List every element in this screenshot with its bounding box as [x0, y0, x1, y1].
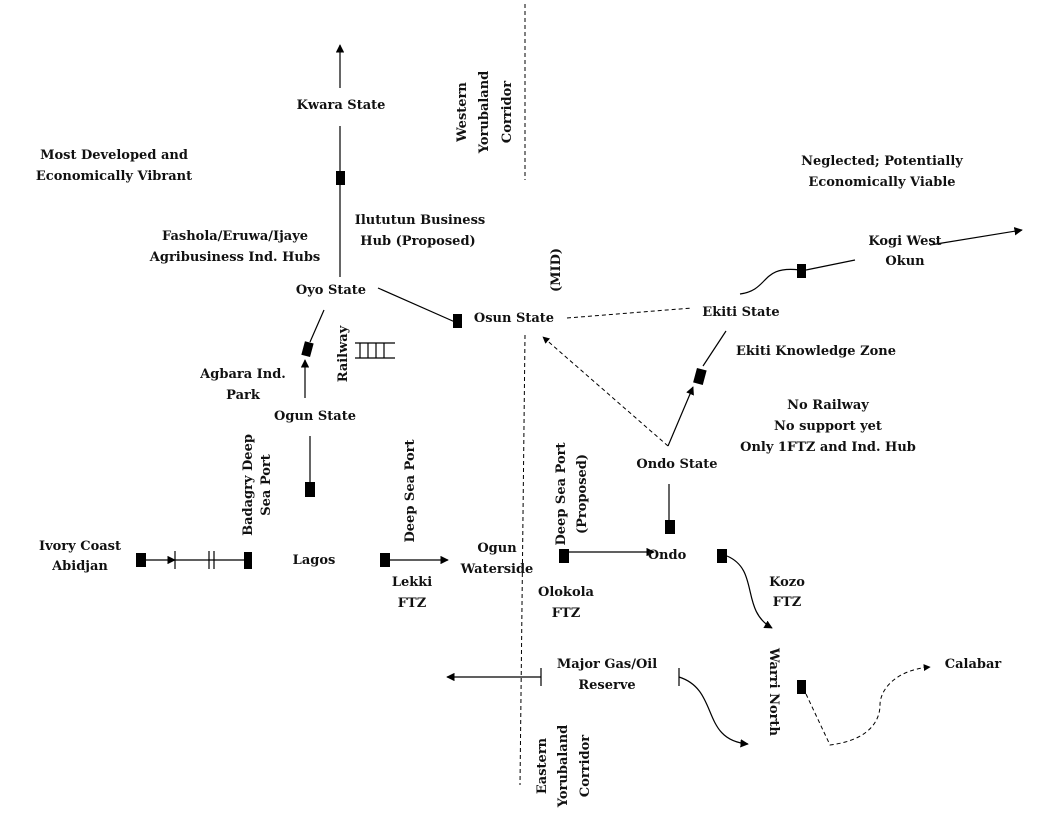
- label-kozo-1: Kozo: [769, 575, 805, 590]
- svg-text:(Proposed): (Proposed): [575, 454, 590, 534]
- label-calabar: Calabar: [945, 657, 1002, 672]
- kozo-warri-curve: [726, 555, 773, 629]
- svg-text:Deep Sea Port: Deep Sea Port: [554, 443, 569, 546]
- label-ilututun-2: Hub (Proposed): [360, 234, 475, 249]
- label-ondo: Ondo: [648, 548, 687, 563]
- svg-text:Western: Western: [455, 82, 470, 143]
- gas-warri-curve: [678, 676, 749, 748]
- ekiti-kogi-curve: [739, 268, 801, 295]
- label-eastern-corridor: Eastern Yorubaland Corridor: [535, 725, 593, 809]
- railway-symbol: [355, 342, 395, 359]
- corridor-divider-lower: [519, 334, 526, 786]
- svg-text:Yorubaland: Yorubaland: [556, 725, 571, 809]
- label-badagry-port: Badagry Deep Sea Port: [241, 434, 274, 536]
- label-ogun-state: Ogun State: [274, 409, 356, 424]
- label-railway: Railway: [336, 325, 351, 382]
- ekiti-kogi-link: [805, 259, 856, 271]
- ondo-ekiti-arrow: [667, 386, 694, 447]
- label-kwara: Kwara State: [297, 98, 386, 113]
- badagry-node: [244, 552, 252, 569]
- osun-node: [453, 314, 462, 328]
- oyo-osun-link: [377, 287, 456, 323]
- label-deep-sea-port-proposed: Deep Sea Port (Proposed): [554, 443, 590, 546]
- label-kozo-2: FTZ: [773, 595, 802, 610]
- label-no-railway-3: Only 1FTZ and Ind. Hub: [740, 440, 916, 455]
- label-olokola-1: Olokola: [538, 585, 595, 600]
- label-lekki-1: Lekki: [392, 575, 432, 590]
- label-gas-oil-1: Major Gas/Oil: [557, 657, 657, 672]
- kozo-node: [717, 549, 727, 563]
- ivory-coast-node: [136, 553, 146, 567]
- label-no-railway-2: No support yet: [774, 419, 882, 434]
- label-ogun-waterside-1: Ogun: [477, 541, 517, 556]
- label-gas-oil-2: Reserve: [578, 678, 635, 693]
- kwara-node: [336, 171, 345, 185]
- ondo-node: [665, 520, 675, 534]
- label-ogun-waterside-2: Waterside: [460, 562, 534, 577]
- label-agbara-1: Agbara Ind.: [199, 367, 286, 382]
- warri-calabar-dashed: [805, 664, 931, 746]
- label-most-developed-2: Economically Vibrant: [36, 169, 192, 184]
- label-no-railway-1: No Railway: [787, 398, 869, 413]
- label-deep-sea-port: Deep Sea Port: [403, 440, 418, 543]
- label-kogi-1: Kogi West: [868, 234, 941, 249]
- label-ekiti-state: Ekiti State: [702, 305, 779, 320]
- label-ilututun-1: Ilututun Business: [355, 213, 485, 228]
- warri-node: [797, 680, 806, 694]
- label-agbara-2: Park: [226, 388, 261, 403]
- ondo-osun-dashed: [542, 336, 669, 447]
- kogi-node: [797, 264, 806, 278]
- label-neglected-1: Neglected; Potentially: [801, 154, 963, 169]
- svg-text:Badagry Deep: Badagry Deep: [241, 434, 256, 536]
- label-lagos: Lagos: [293, 553, 336, 568]
- svg-text:Eastern: Eastern: [535, 737, 550, 794]
- label-western-corridor: Western Yorubaland Corridor: [455, 71, 515, 155]
- label-olokola-2: FTZ: [552, 606, 581, 621]
- osun-ekiti-link: [566, 307, 693, 319]
- label-oyo-state: Oyo State: [296, 283, 366, 298]
- label-most-developed-1: Most Developed and: [40, 148, 188, 163]
- svg-text:Sea Port: Sea Port: [259, 454, 274, 516]
- svg-text:Corridor: Corridor: [500, 81, 515, 143]
- label-ivory-coast-1: Ivory Coast: [39, 539, 121, 554]
- olokola-node: [559, 549, 569, 563]
- oyo-ogun-link: [309, 309, 325, 343]
- label-ivory-coast-2: Abidjan: [51, 559, 108, 574]
- ekiti-kz-node: [693, 367, 707, 386]
- label-neglected-2: Economically Viable: [808, 175, 955, 190]
- ogun-node: [305, 482, 315, 497]
- ekiti-ondo-link: [702, 330, 727, 367]
- label-kogi-2: Okun: [885, 254, 925, 269]
- label-fashola-2: Agribusiness Ind. Hubs: [149, 250, 320, 265]
- label-fashola-1: Fashola/Eruwa/Ijaye: [162, 229, 308, 244]
- label-lekki-2: FTZ: [398, 596, 427, 611]
- lekki-node: [380, 553, 390, 567]
- label-ekiti-knowledge-zone: Ekiti Knowledge Zone: [736, 344, 896, 359]
- label-ondo-state: Ondo State: [636, 457, 717, 472]
- agbara-node: [301, 341, 314, 358]
- label-warri-north: Warri North: [766, 647, 781, 736]
- svg-text:Corridor: Corridor: [578, 735, 593, 797]
- svg-text:Yorubaland: Yorubaland: [477, 71, 492, 155]
- label-mid: (MID): [549, 248, 564, 292]
- kogi-east-arrow: [929, 227, 1023, 246]
- label-osun-state: Osun State: [474, 311, 554, 326]
